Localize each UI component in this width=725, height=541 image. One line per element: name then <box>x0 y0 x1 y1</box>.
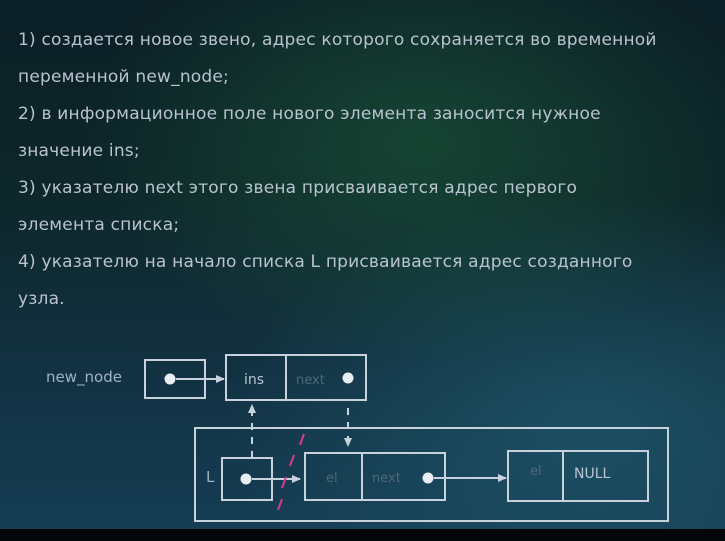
first-node-box <box>304 452 446 501</box>
first-node-next-label: next <box>372 471 401 486</box>
cross-mark-4 <box>277 498 283 511</box>
step-4-line-2: узла. <box>18 289 65 309</box>
step-1-line-1: 1) создается новое звено, адрес которого… <box>18 30 657 50</box>
step-2-line-1: 2) в информационное поле нового элемента… <box>18 104 601 124</box>
step-4-line-1: 4) указателю на начало списка L присваив… <box>18 252 633 272</box>
list-container <box>194 427 669 522</box>
new-node-box <box>225 354 367 401</box>
step-3-line-1: 3) указателю next этого звена присваивае… <box>18 178 578 198</box>
cross-mark-1 <box>299 433 305 446</box>
cross-mark-3 <box>281 476 287 489</box>
new-node-label: new_node <box>46 368 122 387</box>
cross-mark-2 <box>289 454 295 467</box>
new-node-next-dot <box>342 372 354 384</box>
last-node-null-label: NULL <box>574 466 611 482</box>
new-node-next-label: next <box>296 373 325 388</box>
list-pointer-label: L <box>206 468 215 486</box>
last-node-box <box>507 450 649 502</box>
list-pointer-dot <box>240 473 252 485</box>
steps-text: 1) создается новое звено, адрес которого… <box>18 22 718 318</box>
first-node-next-dot <box>422 472 434 484</box>
last-node-info-label: el <box>530 464 542 479</box>
step-1-line-2: переменной new_node; <box>18 67 229 87</box>
first-node-info-label: el <box>326 471 338 486</box>
step-3-line-2: элемента списка; <box>18 215 180 235</box>
bottom-bar <box>0 529 725 541</box>
new-node-info-label: ins <box>244 372 264 388</box>
step-2-line-2: значение ins; <box>18 141 140 161</box>
new-node-pointer-dot <box>164 373 176 385</box>
